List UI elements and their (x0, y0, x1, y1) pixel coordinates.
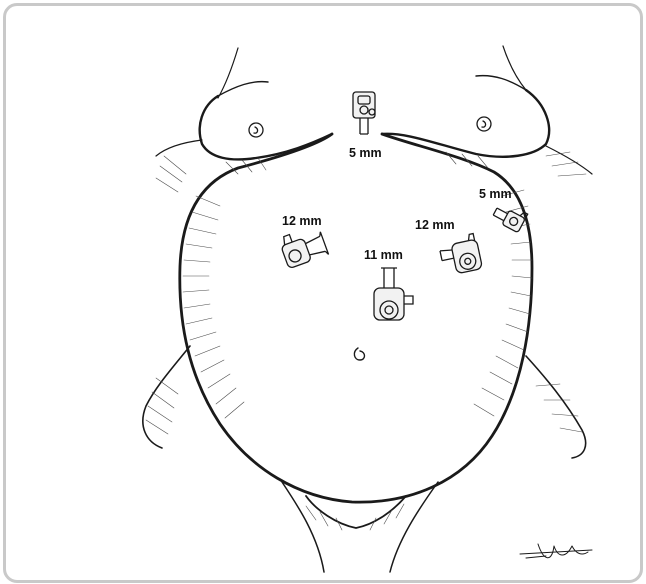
left-arm-outline (156, 48, 238, 156)
left-nipple (249, 123, 263, 137)
figure-frame: 5 mm 12 mm 11 mm 12 mm 5 mm (3, 3, 643, 583)
label-left-port: 12 mm (282, 214, 322, 228)
label-umbilical-port: 5 mm (349, 146, 382, 160)
left-shading (146, 156, 244, 434)
trocar-right-12mm (438, 233, 483, 276)
umbilicus (354, 348, 364, 360)
right-breast-outline (382, 90, 549, 157)
right-hip-outline (526, 356, 586, 458)
artist-signature (520, 544, 592, 558)
label-far-right-port: 5 mm (479, 187, 512, 201)
label-right-port: 12 mm (415, 218, 455, 232)
trocar-left-12mm (278, 224, 328, 268)
abdomen-illustration: 5 mm 12 mm 11 mm 12 mm 5 mm (6, 6, 643, 583)
right-nipple (477, 117, 491, 131)
crease-shading (226, 152, 488, 530)
left-breast-outline (200, 96, 332, 159)
trocar-center-11mm (374, 268, 413, 320)
trocar-umbilical-5mm (353, 92, 375, 134)
label-center-port: 11 mm (364, 248, 403, 262)
